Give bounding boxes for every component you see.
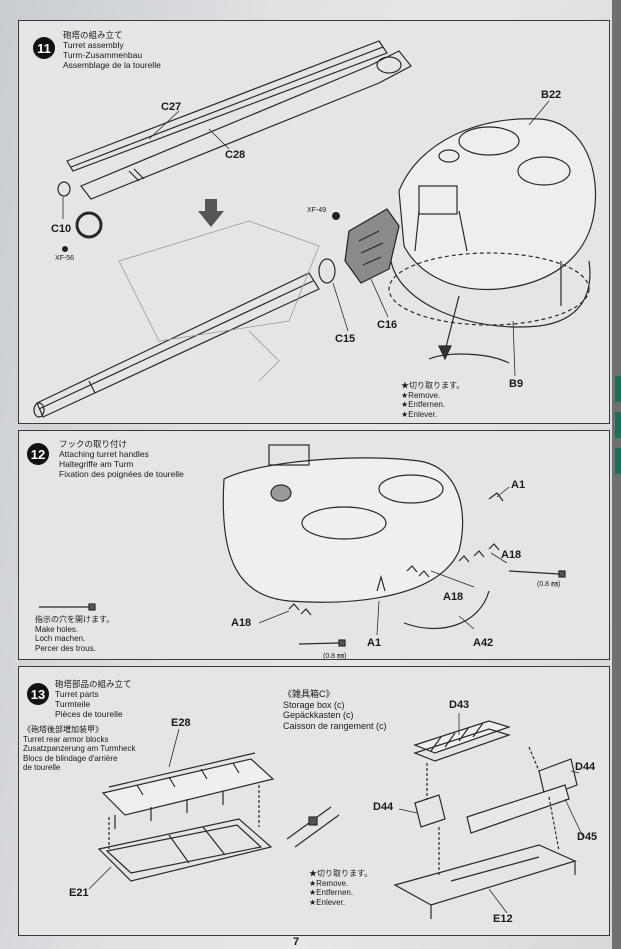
note-ja: ★切り取ります。 bbox=[401, 381, 465, 390]
subtitle-ja: 《雑具箱C》 bbox=[283, 689, 335, 699]
remove-note: ★切り取ります。 ★Remove. ★Entfernen. ★Enlever. bbox=[401, 381, 464, 419]
storage-box-subtitle: 《雑具箱C》 Storage box (c) Gepäckkasten (c) … bbox=[283, 689, 387, 731]
subtitle-en: Turret rear armor blocks bbox=[23, 734, 109, 744]
paint-dot-icon bbox=[332, 212, 340, 220]
paint-code-xf56: XF-56 bbox=[55, 255, 75, 262]
step-title: フックの取り付け Attaching turret handles Halteg… bbox=[59, 439, 184, 479]
part-label-b22: B22 bbox=[541, 89, 562, 101]
part-label-c16: C16 bbox=[377, 319, 398, 331]
step-12-panel: 12 フックの取り付け Attaching turret handles Hal… bbox=[18, 430, 610, 660]
step-number-badge: 12 bbox=[27, 443, 49, 465]
note-ja: ★切り取ります。 bbox=[309, 869, 373, 878]
drill-size: (0.8 ㎜) bbox=[323, 653, 347, 660]
paint-dot-icon bbox=[62, 246, 68, 252]
step-13-panel: 13 砲塔部品の組み立て Turret parts Turmteile Pièc… bbox=[18, 666, 610, 936]
note-de: ★Entfernen. bbox=[401, 400, 446, 409]
subtitle-fr: Blocs de blindage d'arrière bbox=[23, 753, 118, 763]
subtitle-de: Gepäckkasten (c) bbox=[283, 710, 354, 720]
part-label-c28: C28 bbox=[225, 149, 246, 161]
make-holes-note: 指示の穴を開けます。 Make holes. Loch machen. Perc… bbox=[35, 615, 114, 653]
note-de: ★Entfernen. bbox=[309, 888, 354, 897]
note-de: Loch machen. bbox=[35, 634, 86, 643]
step-number-badge: 11 bbox=[33, 37, 55, 59]
title-de: Turmteile bbox=[55, 699, 91, 709]
part-label-c10: C10 bbox=[51, 223, 72, 235]
part-label-d44: D44 bbox=[373, 801, 394, 813]
edge-tab bbox=[615, 448, 621, 474]
part-label-c15: C15 bbox=[335, 333, 356, 345]
note-fr: Percer des trous. bbox=[35, 643, 96, 653]
subtitle-fr-cont: de tourelle bbox=[23, 763, 61, 772]
part-label-a18: A18 bbox=[443, 591, 464, 603]
step-11-panel: 11 砲塔の組み立て Turret assembly Turm-Zusammen… bbox=[18, 20, 610, 424]
step-title: 砲塔の組み立て Turret assembly Turm-Zusammenbau… bbox=[63, 30, 161, 70]
remove-note: ★切り取ります。 ★Remove. ★Entfernen. ★Enlever. bbox=[309, 869, 372, 907]
title-en: Turret assembly bbox=[63, 40, 124, 50]
title-de: Haltegriffe am Turm bbox=[59, 459, 134, 469]
part-label-a1: A1 bbox=[367, 637, 382, 649]
part-label-a18: A18 bbox=[501, 549, 522, 561]
title-de: Turm-Zusammenbau bbox=[63, 50, 143, 60]
note-ja: 指示の穴を開けます。 bbox=[35, 615, 115, 624]
rear-armor-subtitle: 《砲塔後部増加装甲》 Turret rear armor blocks Zusa… bbox=[23, 725, 136, 773]
part-label-d43: D43 bbox=[449, 699, 470, 711]
part-label-b9: B9 bbox=[509, 378, 524, 390]
subtitle-de: Zusatzpanzerung am Turmheck bbox=[23, 744, 136, 753]
note-fr: ★Enlever. bbox=[401, 409, 438, 419]
turret-assembly-illustration bbox=[33, 40, 597, 418]
subtitle-ja: 《砲塔後部増加装甲》 bbox=[23, 725, 103, 734]
title-en: Turret parts bbox=[55, 689, 99, 699]
turret-parts-illustration bbox=[88, 713, 584, 919]
drill-size: (0.8 ㎜) bbox=[537, 581, 561, 588]
title-ja: フックの取り付け bbox=[59, 439, 128, 449]
part-label-e12: E12 bbox=[493, 913, 513, 925]
part-label-a1: A1 bbox=[511, 479, 526, 491]
title-fr: Pièces de tourelle bbox=[55, 709, 123, 719]
part-label-a42: A42 bbox=[473, 637, 494, 649]
title-fr: Fixation des poignées de tourelle bbox=[59, 469, 184, 479]
step-title: 砲塔部品の組み立て Turret parts Turmteile Pièces … bbox=[55, 679, 132, 719]
edge-tab bbox=[615, 376, 621, 402]
note-fr: ★Enlever. bbox=[309, 897, 346, 907]
note-en: ★Remove. bbox=[401, 390, 441, 400]
part-label-a18: A18 bbox=[231, 617, 252, 629]
note-en: ★Remove. bbox=[309, 878, 349, 888]
part-label-e21: E21 bbox=[69, 887, 89, 899]
title-ja: 砲塔部品の組み立て bbox=[55, 679, 132, 689]
page-number: 7 bbox=[293, 936, 300, 948]
subtitle-en: Storage box (c) bbox=[283, 699, 345, 710]
title-fr: Assemblage de la tourelle bbox=[63, 60, 161, 70]
turret-handles-illustration bbox=[39, 444, 566, 647]
step-number-badge: 13 bbox=[27, 683, 49, 705]
part-label-c27: C27 bbox=[161, 101, 182, 113]
title-ja: 砲塔の組み立て bbox=[63, 30, 123, 40]
title-en: Attaching turret handles bbox=[59, 449, 149, 459]
paint-code-xf49: XF-49 bbox=[307, 207, 327, 214]
note-en: Make holes. bbox=[35, 624, 79, 634]
edge-tab bbox=[615, 412, 621, 438]
subtitle-fr: Caisson de rangement (c) bbox=[283, 720, 387, 731]
part-label-d44: D44 bbox=[575, 761, 596, 773]
part-label-d45: D45 bbox=[577, 831, 598, 843]
part-label-e28: E28 bbox=[171, 717, 191, 729]
